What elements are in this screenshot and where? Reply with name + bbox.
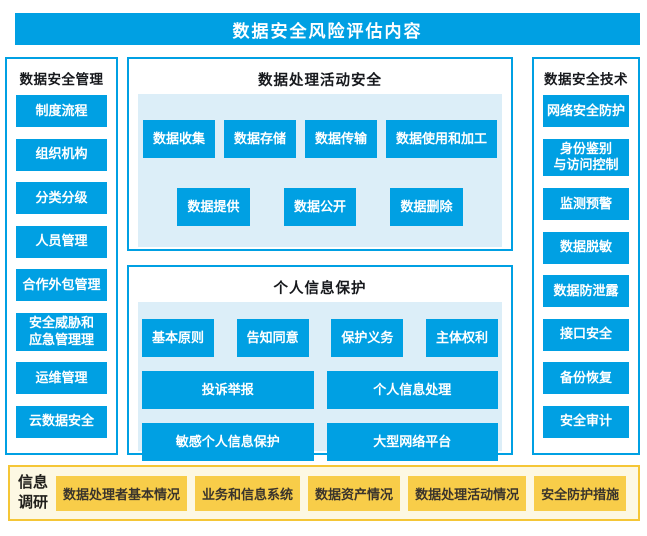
center-bottom-inner-panel: 基本原则 告知同意 保护义务 主体权利 投诉举报 个人信息处理 敏感个人信息保护… [138,302,502,461]
right-panel-title: 数据安全技术 [544,72,628,87]
block-subject-rights: 主体权利 [425,319,498,357]
block-data-provision: 数据提供 [177,188,250,226]
center-bottom-row-3: 敏感个人信息保护 大型网络平台 [142,423,498,461]
center-top-title: 数据处理活动安全 [258,73,382,89]
block-informed-consent: 告知同意 [236,319,309,357]
left-panel-data-security-management: 数据安全管理 制度流程 组织机构 分类分级 人员管理 合作外包管理 安全威胁和 … [5,57,118,455]
block-org-structure: 组织机构 [16,138,107,171]
right-panel-items: 网络安全防护 身份鉴别 与访问控制 监测预警 数据脱敏 数据防泄露 接口安全 备… [534,90,638,453]
block-ops-maintenance-management: 运维管理 [16,362,107,395]
block-basic-principles: 基本原则 [142,319,215,357]
block-data-use-processing: 数据使用和加工 [385,120,497,158]
center-top-row-2: 数据提供 数据公开 数据删除 [143,188,497,226]
block-monitoring-warning: 监测预警 [543,187,629,220]
block-policy-process: 制度流程 [16,95,107,127]
block-outsourcing-management: 合作外包管理 [16,269,107,302]
block-cloud-data-security: 云数据安全 [16,405,107,438]
block-complaints-reporting: 投诉举报 [142,371,314,409]
block-classification-grading: 分类分级 [16,182,107,215]
center-bottom-title: 个人信息保护 [273,281,367,297]
center-bottom-row-1: 基本原则 告知同意 保护义务 主体权利 [142,319,498,357]
block-network-security-protection: 网络安全防护 [543,95,629,127]
block-identity-access-control: 身份鉴别 与访问控制 [543,138,629,177]
center-bottom-row-2: 投诉举报 个人信息处理 [142,371,498,409]
block-data-leak-prevention: 数据防泄露 [543,275,629,308]
block-threat-emergency-management: 安全威胁和 应急管理理 [16,312,107,351]
block-backup-recovery: 备份恢复 [543,362,629,395]
block-large-network-platform: 大型网络平台 [326,423,498,461]
block-security-audit: 安全审计 [543,405,629,438]
block-data-processor-basics: 数据处理者基本情况 [56,475,188,511]
block-data-transmission: 数据传输 [304,120,377,158]
center-panel-personal-info-protection: 个人信息保护 基本原则 告知同意 保护义务 主体权利 投诉举报 个人信息处理 敏… [127,265,513,461]
block-data-disclosure: 数据公开 [283,188,356,226]
center-top-row-1: 数据收集 数据存储 数据传输 数据使用和加工 [143,120,497,158]
block-security-protection-measures: 安全防护措施 [534,475,627,511]
block-data-deletion: 数据删除 [390,188,463,226]
block-data-processing-activities: 数据处理活动情况 [408,475,527,511]
block-personnel-management: 人员管理 [16,225,107,258]
block-personal-info-processing: 个人信息处理 [326,371,498,409]
diagram-title: 数据安全风险评估内容 [15,13,640,45]
block-interface-security: 接口安全 [543,318,629,351]
bottom-panel-title: 信息 调研 [18,473,49,511]
bottom-panel-information-survey: 信息 调研 数据处理者基本情况 业务和信息系统 数据资产情况 数据处理活动情况 … [8,465,640,521]
block-business-info-systems: 业务和信息系统 [195,475,301,511]
left-panel-items: 制度流程 组织机构 分类分级 人员管理 合作外包管理 安全威胁和 应急管理理 运… [7,90,116,453]
block-data-masking: 数据脱敏 [543,231,629,264]
block-data-assets: 数据资产情况 [308,475,401,511]
right-panel-data-security-technology: 数据安全技术 网络安全防护 身份鉴别 与访问控制 监测预警 数据脱敏 数据防泄露… [532,57,640,455]
block-data-storage: 数据存储 [223,120,296,158]
center-panel-data-processing-activity-security: 数据处理活动安全 数据收集 数据存储 数据传输 数据使用和加工 数据提供 数据公… [127,57,513,251]
center-top-inner-panel: 数据收集 数据存储 数据传输 数据使用和加工 数据提供 数据公开 数据删除 [138,94,502,247]
left-panel-title: 数据安全管理 [19,72,104,87]
block-data-collection: 数据收集 [143,120,216,158]
block-protection-obligations: 保护义务 [331,319,404,357]
block-sensitive-personal-info-protection: 敏感个人信息保护 [142,423,314,461]
